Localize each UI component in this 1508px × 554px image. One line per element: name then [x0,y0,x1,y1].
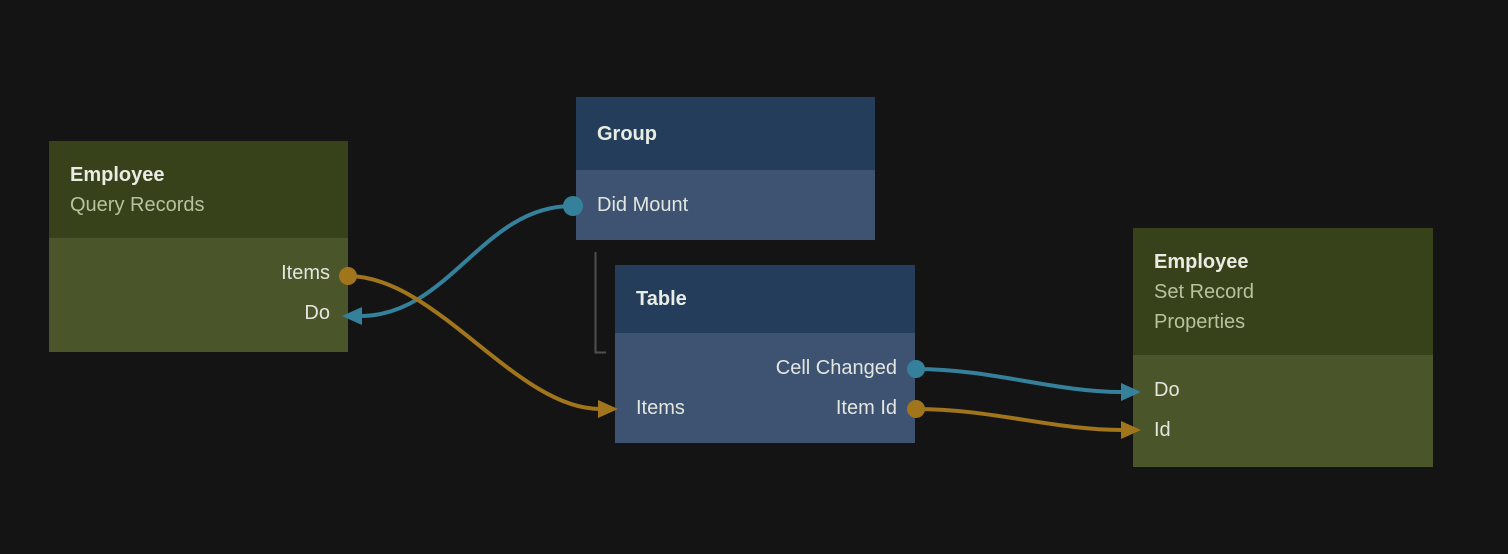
port-cell-changed[interactable]: Cell Changed [615,348,915,388]
port-do[interactable]: Do [49,293,348,333]
port-items-label: Items [281,262,330,284]
node-body: Did Mount [576,170,875,240]
edge-cell-changed-to-do[interactable] [915,367,1123,394]
port-do-label: Do [1154,379,1180,401]
node-body: Items Do [49,238,348,352]
edge-items-to-table-items[interactable] [347,274,601,411]
port-row-items-itemid: Items Item Id [615,388,915,428]
port-did-mount[interactable]: Did Mount [576,185,875,225]
node-body: Do Id [1133,355,1433,467]
node-title: Table [636,288,687,310]
node-group[interactable]: Group Did Mount [576,97,875,240]
port-do-label: Do [304,302,330,324]
port-id[interactable]: Id [1133,410,1433,450]
node-header: Employee Query Records [49,141,348,238]
node-header: Table [615,265,915,333]
port-id-label: Id [1154,419,1171,441]
port-did-mount-label: Did Mount [597,194,689,216]
port-items[interactable]: Items [49,253,348,293]
node-title: Group [597,122,657,145]
node-title: Employee [70,163,165,186]
edge-item-id-to-id[interactable] [915,407,1123,432]
port-item-id-label[interactable]: Item Id [835,397,897,419]
node-header: Employee Set Record Properties [1133,228,1433,355]
port-do[interactable]: Do [1133,370,1433,410]
hierarchy-bracket-group-table [594,252,606,354]
node-employee-query-records[interactable]: Employee Query Records Items Do [49,141,348,352]
node-header: Group [576,97,875,170]
node-body: Cell Changed Items Item Id [615,333,915,443]
node-title: Employee [1154,250,1249,273]
edge-did-mount-to-do[interactable] [359,204,573,318]
node-subtitle: Set Record Properties [1154,280,1255,333]
port-items-label[interactable]: Items [636,397,685,419]
node-subtitle: Query Records [70,193,205,216]
node-employee-set-record-properties[interactable]: Employee Set Record Properties Do Id [1133,228,1433,467]
port-cell-changed-label: Cell Changed [775,357,897,379]
node-table[interactable]: Table Cell Changed Items Item Id [615,265,915,443]
